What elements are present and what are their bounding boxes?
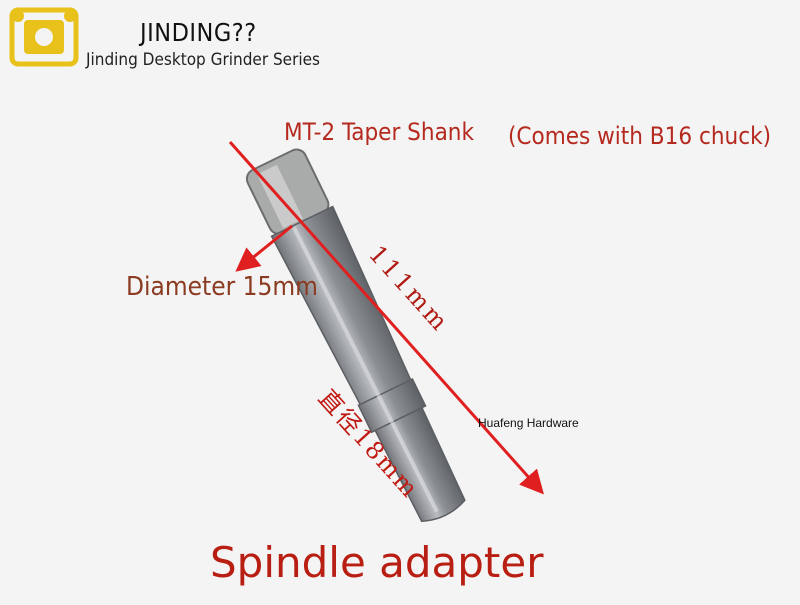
shank-label: MT-2 Taper Shank (284, 118, 474, 146)
chuck-note: (Comes with B16 chuck) (508, 122, 771, 150)
spindle-adapter-shaft (245, 148, 466, 523)
diameter15-arrow (235, 224, 293, 272)
product-title: Spindle adapter (210, 538, 544, 587)
brand-logo-icon (9, 7, 79, 67)
series-name: Jinding Desktop Grinder Series (86, 50, 320, 70)
diameter-15-label: Diameter 15mm (126, 272, 318, 302)
length-dimension-line (228, 141, 544, 495)
brand-name: JINDING?? (140, 18, 257, 47)
watermark-text: Huafeng Hardware (478, 416, 579, 430)
